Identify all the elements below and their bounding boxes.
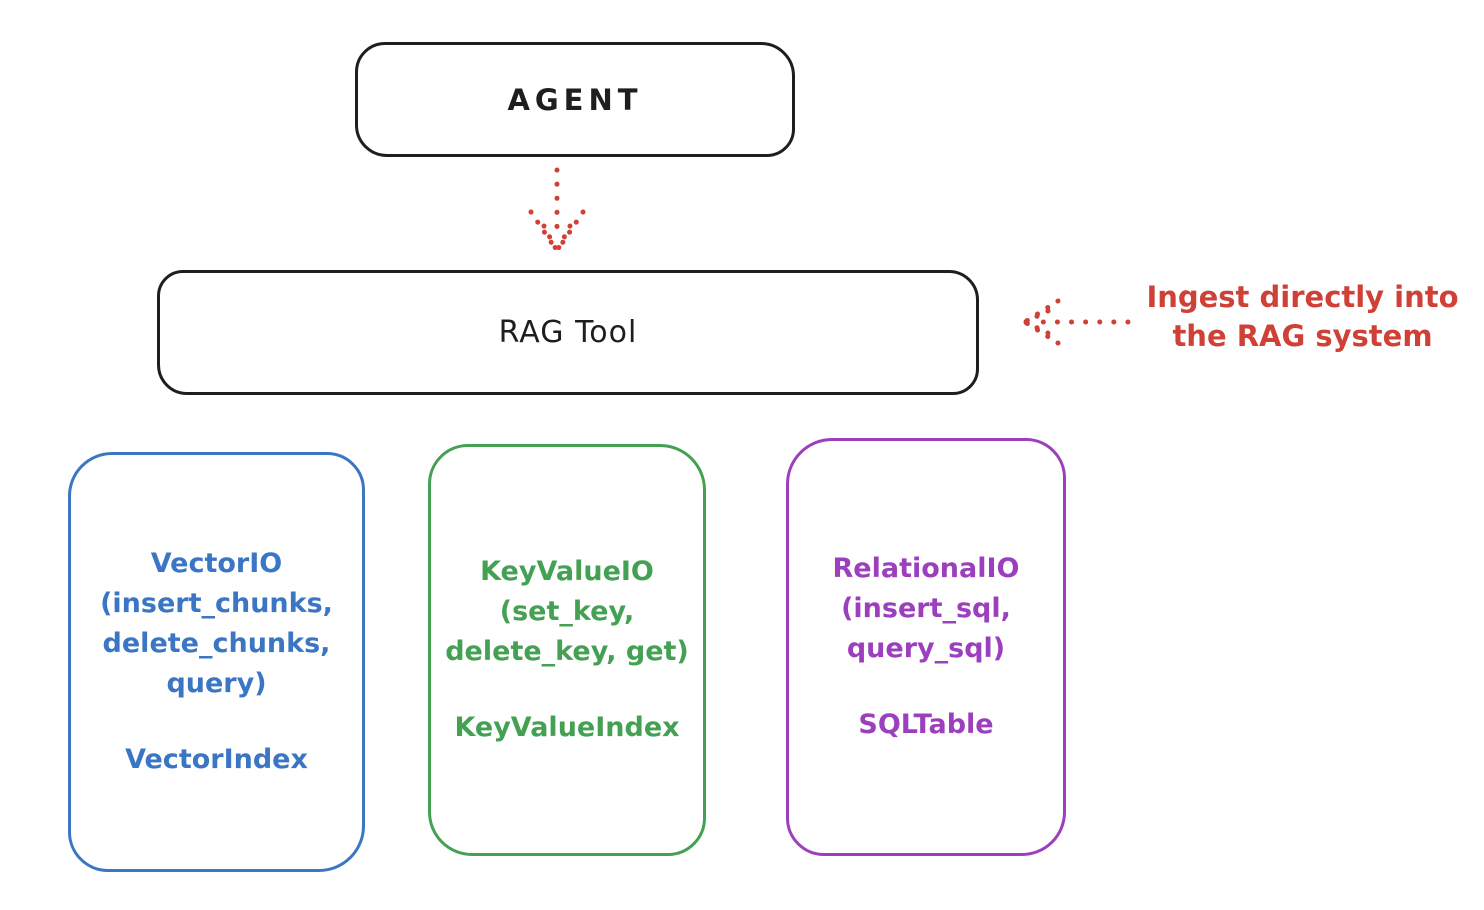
vector-io-line: delete_chunks,: [102, 628, 331, 659]
vector-index-label: VectorIndex: [125, 744, 308, 775]
sql-table-label: SQLTable: [858, 709, 994, 740]
relational-io-line: (insert_sql,: [841, 593, 1011, 624]
vector-io-body: VectorIO (insert_chunks, delete_chunks, …: [100, 544, 333, 704]
keyvalue-io-node: KeyValueIO (set_key, delete_key, get) Ke…: [428, 444, 706, 856]
vector-io-line: (insert_chunks,: [100, 588, 333, 619]
keyvalue-io-line: (set_key,: [499, 596, 635, 627]
ingest-annotation-line2: the RAG system: [1172, 319, 1433, 353]
relational-io-node: RelationalIO (insert_sql, query_sql) SQL…: [786, 438, 1066, 856]
keyvalue-index-label: KeyValueIndex: [454, 712, 680, 743]
agent-node: AGENT: [355, 42, 795, 157]
vector-io-line: query): [166, 668, 267, 699]
keyvalue-io-line: delete_key, get): [445, 636, 689, 667]
vector-io-node: VectorIO (insert_chunks, delete_chunks, …: [68, 452, 365, 872]
rag-tool-node: RAG Tool: [157, 270, 979, 395]
keyvalue-io-line: KeyValueIO: [480, 556, 654, 587]
relational-io-line: RelationalIO: [832, 553, 1020, 584]
rag-tool-label: RAG Tool: [498, 315, 638, 350]
agent-to-ragtool-arrow: [528, 167, 586, 254]
ingest-annotation-line1: Ingest directly into: [1146, 280, 1459, 314]
keyvalue-io-body: KeyValueIO (set_key, delete_key, get): [445, 552, 689, 672]
relational-io-body: RelationalIO (insert_sql, query_sql): [833, 549, 1020, 669]
vector-io-line: VectorIO: [150, 548, 283, 579]
relational-io-line: query_sql): [846, 633, 1006, 664]
agent-label: AGENT: [507, 82, 643, 117]
ingest-annotation: Ingest directly into the RAG system: [1135, 278, 1470, 356]
ingest-arrow: [1022, 298, 1131, 346]
